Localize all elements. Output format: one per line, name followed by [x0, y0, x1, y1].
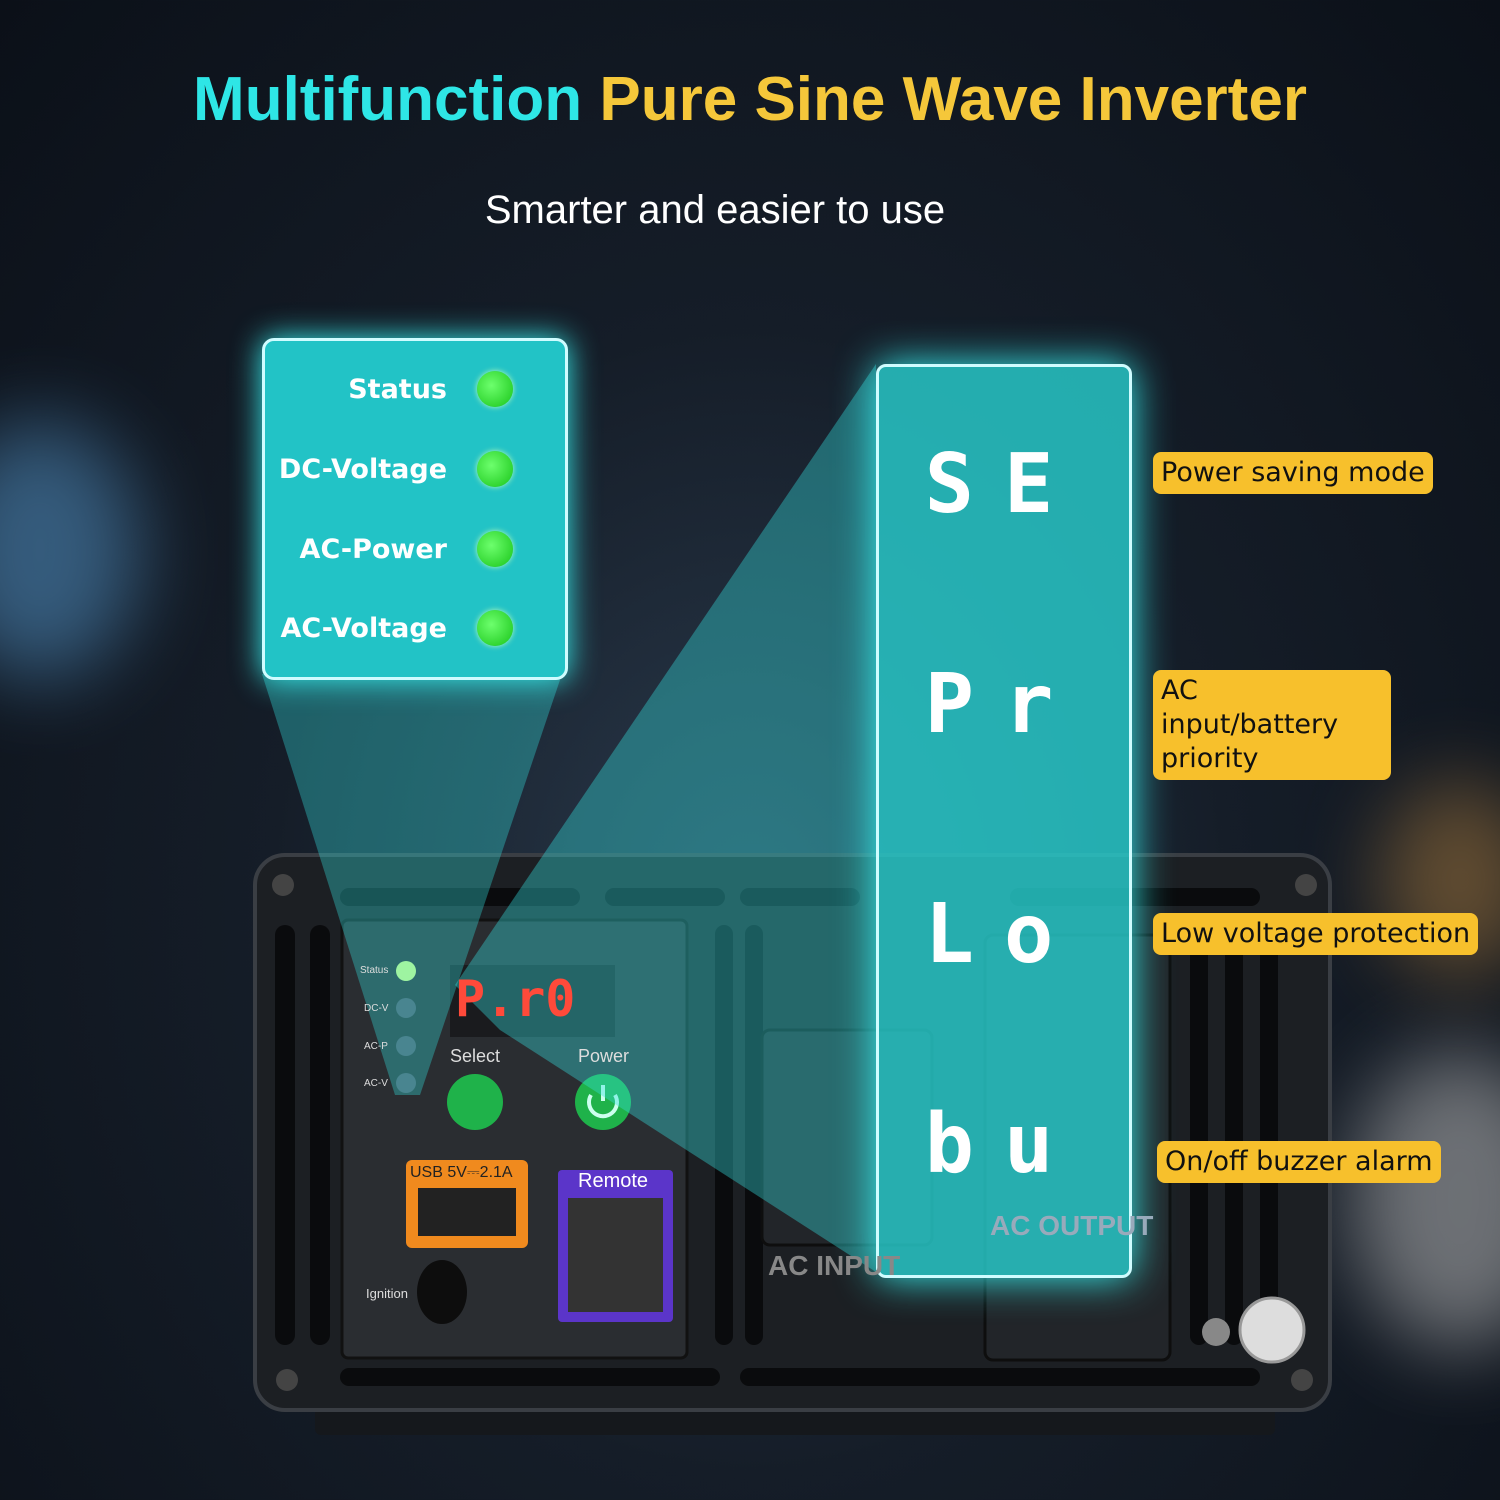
label-buzzer: On/off buzzer alarm	[1157, 1141, 1441, 1183]
led-icon	[477, 610, 513, 646]
code-bu: bu	[924, 1097, 1084, 1192]
indicator-dc-voltage: DC-Voltage	[279, 451, 513, 487]
power-button	[575, 1074, 631, 1130]
led-label: Status	[360, 965, 389, 976]
code-se: SE	[924, 437, 1084, 532]
ground-screw	[1202, 1318, 1230, 1346]
code-pr: Pr	[924, 657, 1084, 752]
power-icon	[587, 1085, 619, 1119]
display-code-callout: SE Pr Lo bu	[876, 364, 1132, 1278]
acp-led	[396, 1036, 416, 1056]
led-label: AC-V	[364, 1078, 388, 1089]
vent-slots	[275, 888, 1278, 1386]
ground-terminal	[1238, 1296, 1306, 1364]
led-icon	[477, 371, 513, 407]
status-led	[396, 961, 416, 981]
ac-input-label: AC INPUT	[768, 1250, 901, 1281]
indicator-callout: Status DC-Voltage AC-Power AC-Voltage	[262, 338, 568, 680]
led-icon	[477, 451, 513, 487]
screw	[1291, 1369, 1313, 1391]
led-label: AC-P	[364, 1041, 388, 1052]
indicator-ac-power: AC-Power	[300, 531, 513, 567]
screw	[1295, 874, 1317, 896]
subtitle: Smarter and easier to use	[484, 188, 946, 232]
rj-port	[568, 1198, 663, 1312]
indicator-ac-voltage: AC-Voltage	[280, 610, 513, 646]
screw	[276, 1369, 298, 1391]
ignition-switch	[417, 1260, 467, 1324]
led-icon	[477, 531, 513, 567]
usb-port	[418, 1188, 516, 1236]
screw	[272, 874, 294, 896]
ac-output-label: AC OUTPUT	[990, 1210, 1154, 1241]
power-label: Power	[578, 1046, 630, 1066]
select-label: Select	[450, 1046, 501, 1066]
dcv-led	[396, 998, 416, 1018]
headline: Multifunction Pure Sine Wave Inverter	[193, 65, 1307, 134]
label-low-voltage: Low voltage protection	[1153, 913, 1479, 955]
display-callout-beam	[455, 364, 876, 1272]
ignition-label: Ignition	[366, 1286, 408, 1301]
usb-label: USB 5V⎓2.1A	[410, 1164, 513, 1181]
code-lo: Lo	[924, 887, 1084, 982]
select-button	[447, 1074, 503, 1130]
label-priority: AC input/battery priority	[1153, 670, 1391, 780]
led-callout-beam	[262, 674, 562, 1095]
remote-label: Remote	[578, 1170, 649, 1192]
led-label: DC-V	[364, 1003, 389, 1014]
seven-segment-display	[450, 965, 615, 1037]
label-power-saving: Power saving mode	[1153, 452, 1433, 494]
indicator-status: Status	[348, 371, 513, 407]
display-readout: P.r0	[455, 970, 576, 1028]
acv-led	[396, 1073, 416, 1093]
